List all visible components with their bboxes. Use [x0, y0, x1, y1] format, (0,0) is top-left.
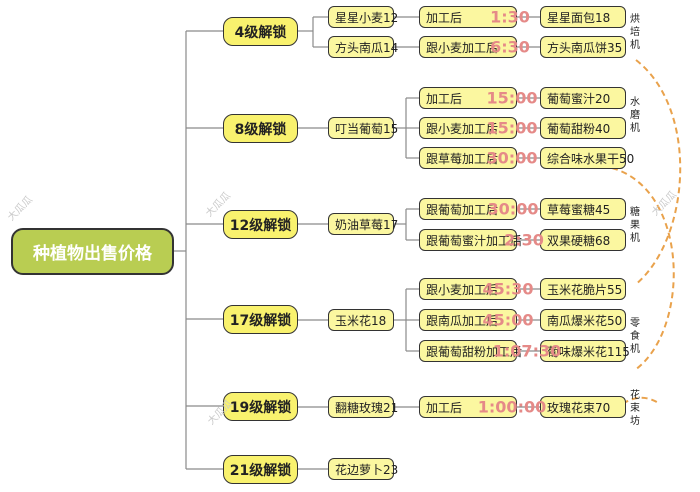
plant-node: 花边萝卜23	[328, 458, 398, 480]
process-node: 加工后	[419, 396, 517, 418]
plant-node: 叮当葡萄15	[328, 117, 398, 139]
machine-label: 糖果机	[630, 207, 640, 244]
plant-node: 奶油草莓17	[328, 213, 398, 235]
machine-link	[611, 167, 675, 371]
process-node: 跟草莓加工后	[419, 147, 517, 169]
product-node: 综合味水果干50	[540, 147, 634, 169]
process-time: 15:00	[486, 118, 538, 138]
product-node: 双果硬糖68	[540, 229, 626, 251]
machine-label: 花束坊	[630, 390, 640, 427]
process-time: 1:00:00	[477, 397, 547, 417]
machine-label: 烘培机	[630, 14, 640, 51]
plant-node: 翻糖玫瑰21	[328, 396, 398, 418]
process-node: 跟葡萄加工后	[419, 198, 517, 220]
plant-node: 方头南瓜14	[328, 36, 398, 58]
product-node: 葡味爆米花115	[540, 340, 630, 362]
process-time: 15:00	[486, 88, 538, 108]
process-time: 2:30	[504, 230, 544, 250]
level-node-4: 4级解锁	[223, 17, 298, 46]
plant-node: 星星小麦12	[328, 6, 398, 28]
level-node-19: 19级解锁	[223, 392, 298, 421]
process-node: 跟葡萄甜粉加工后	[419, 340, 522, 362]
product-node: 方头南瓜饼35	[540, 36, 626, 58]
process-time: 1:07:30	[492, 341, 562, 361]
product-node: 星星面包18	[540, 6, 626, 28]
process-time: 30:00	[486, 148, 538, 168]
process-node: 跟小麦加工后	[419, 36, 517, 58]
process-node: 跟葡萄蜜汁加工后	[419, 229, 522, 251]
process-time: 6:30	[490, 37, 530, 57]
root-node: 种植物出售价格	[11, 228, 174, 275]
process-node: 跟小麦加工后	[419, 278, 517, 300]
process-node: 跟南瓜加工后	[419, 309, 517, 331]
level-node-8: 8级解锁	[223, 114, 298, 143]
process-time: 45:00	[482, 310, 534, 330]
level-node-17: 17级解锁	[223, 305, 298, 334]
plant-node: 玉米花18	[328, 309, 394, 331]
level-node-12: 12级解锁	[223, 210, 298, 239]
machine-label: 零食机	[630, 318, 640, 355]
process-time: 30:00	[487, 199, 539, 219]
product-node: 草莓蜜糖45	[540, 198, 626, 220]
process-time: 45:30	[482, 279, 534, 299]
product-node: 玫瑰花束70	[540, 396, 626, 418]
product-node: 南瓜爆米花50	[540, 309, 626, 331]
machine-link	[634, 59, 682, 286]
process-time: 1:30	[490, 7, 530, 27]
process-node: 加工后	[419, 6, 517, 28]
product-node: 葡萄蜜汁20	[540, 87, 626, 109]
product-node: 玉米花脆片55	[540, 278, 626, 300]
process-node: 跟小麦加工后	[419, 117, 517, 139]
level-node-21: 21级解锁	[223, 455, 298, 484]
process-node: 加工后	[419, 87, 517, 109]
product-node: 葡萄甜粉40	[540, 117, 626, 139]
machine-label: 水磨机	[630, 97, 640, 134]
